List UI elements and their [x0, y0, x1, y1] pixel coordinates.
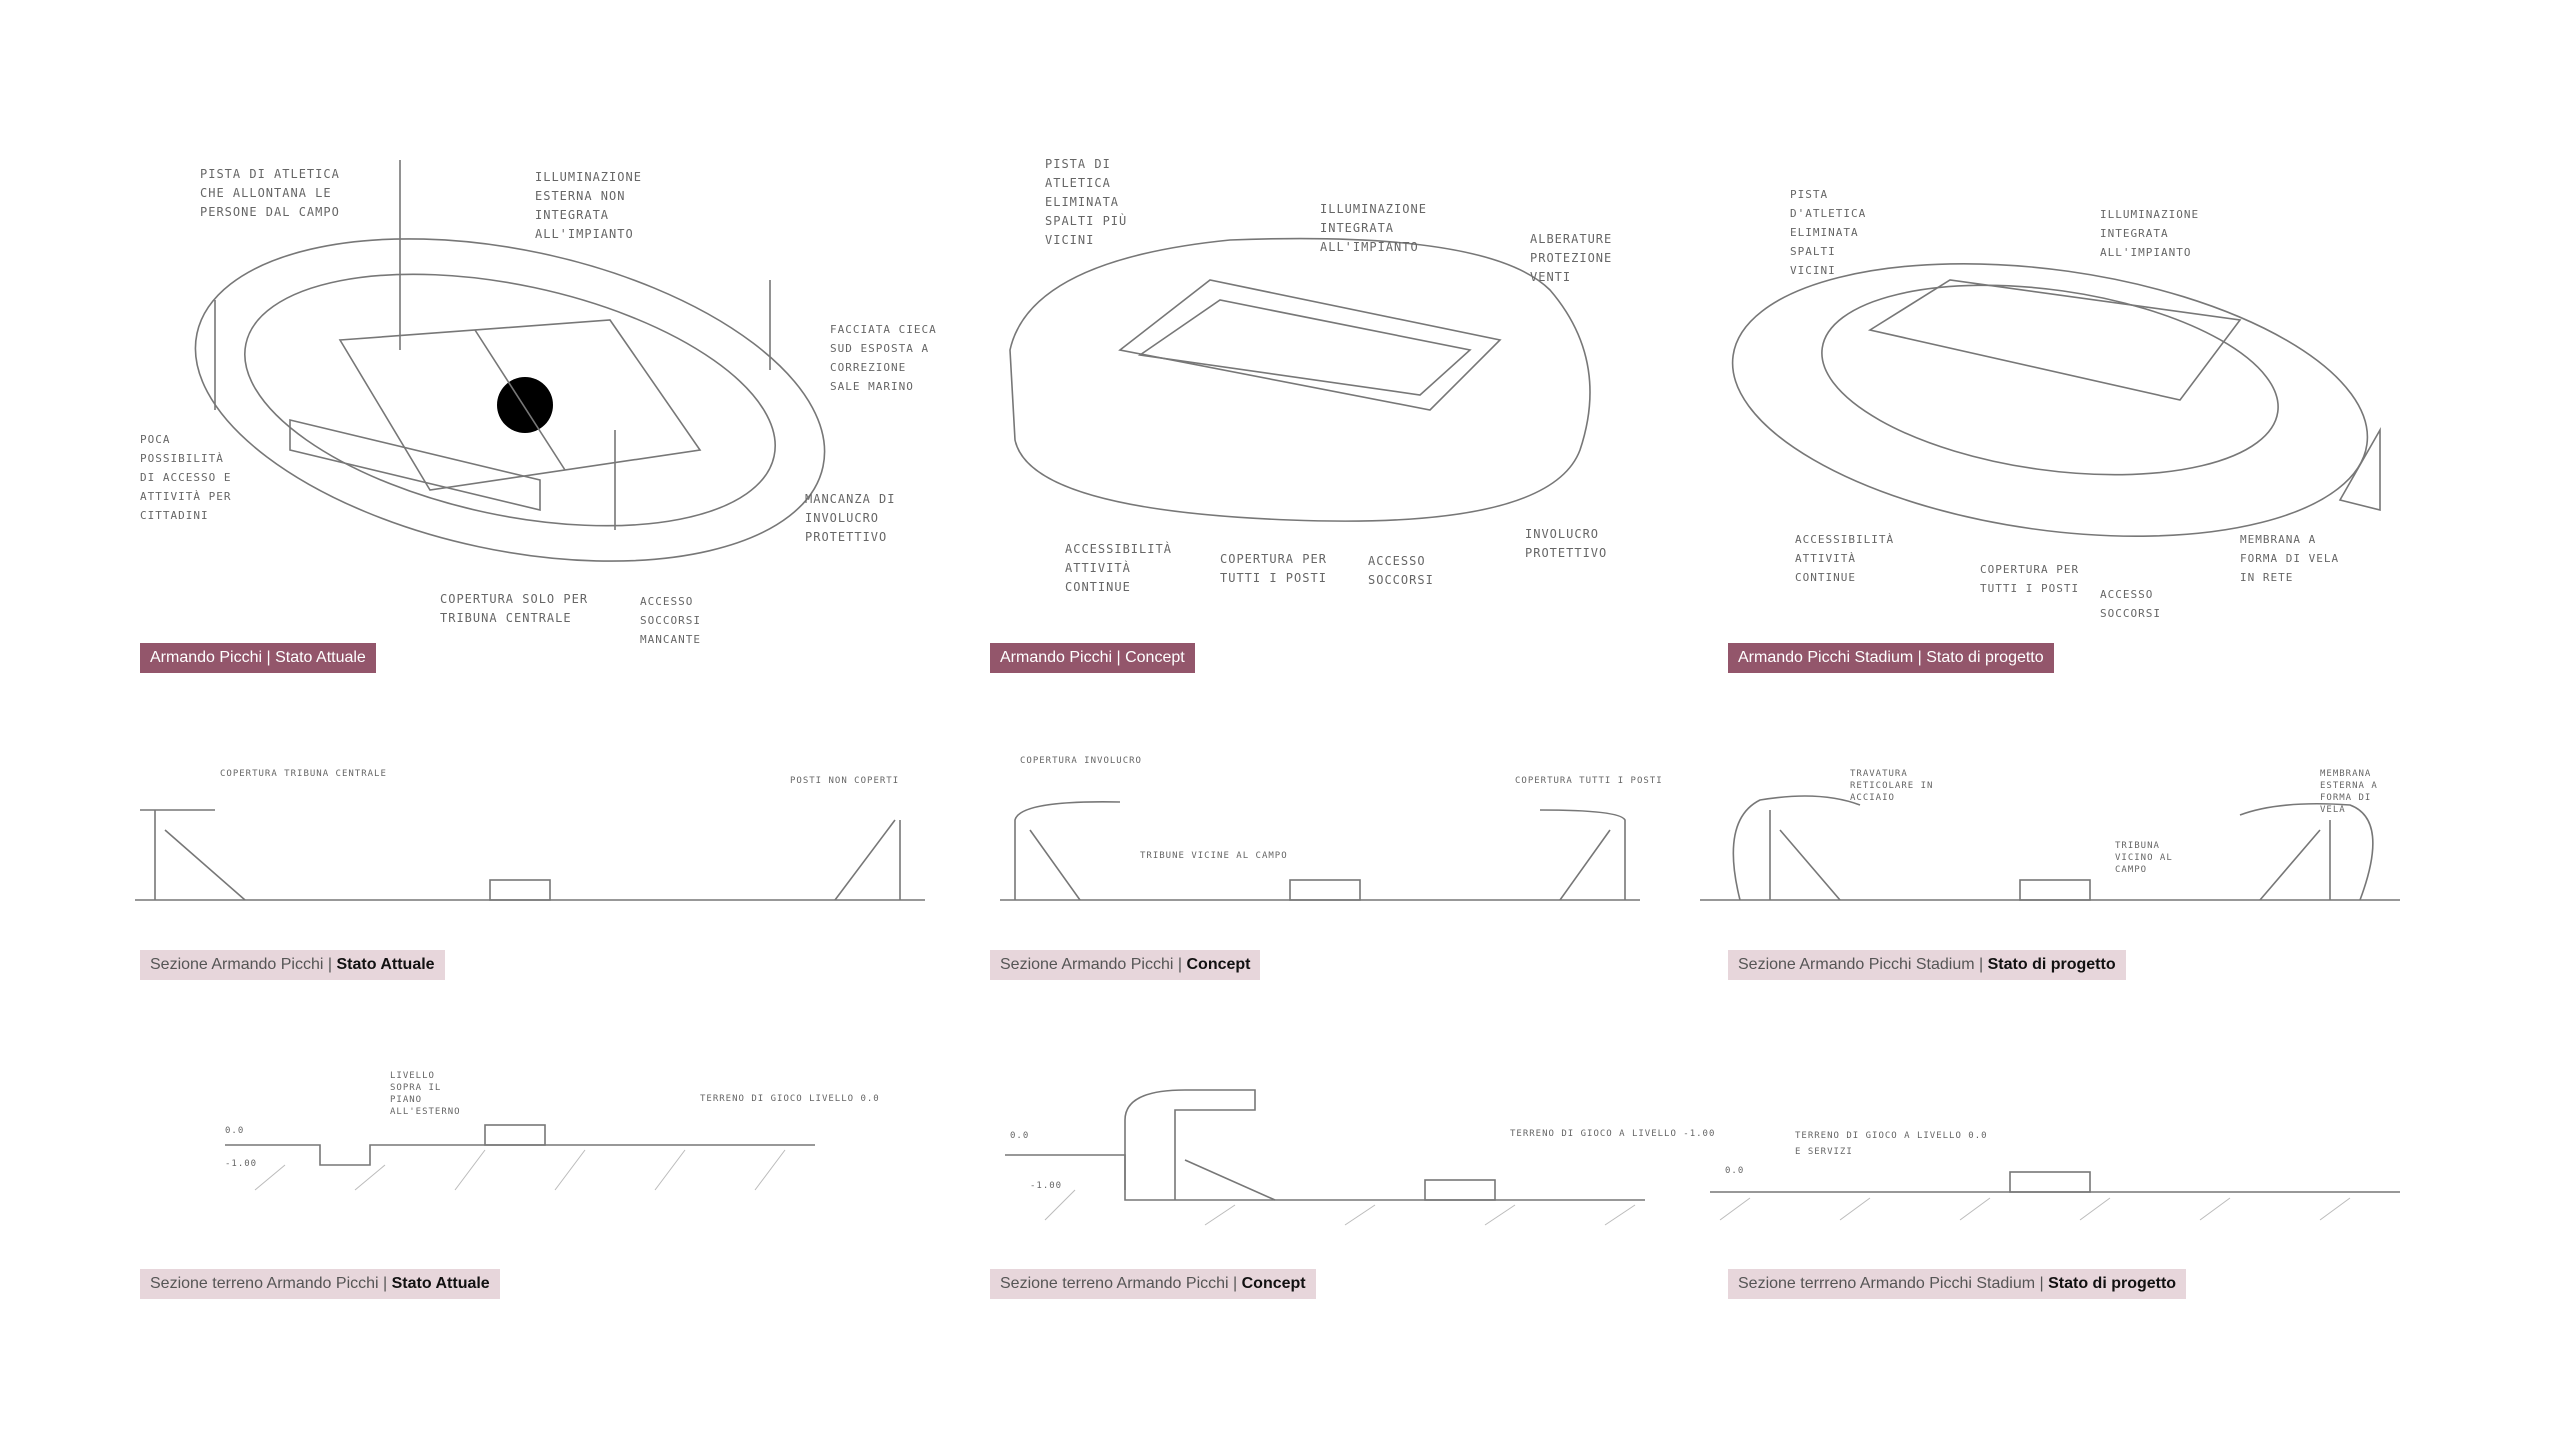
annotation: Terreno di gioco a livello -1.00 [1510, 1129, 1716, 1139]
annotation: Poca possibilità di accesso e attività p… [140, 433, 232, 522]
annotation: Accesso soccorsi [1368, 554, 1434, 587]
annotation: Pista di atletica che allontana le perso… [200, 167, 340, 219]
annotation: Tribuna vicino al campo [2115, 841, 2173, 875]
terrain-project [1710, 1160, 2400, 1230]
annotation: Membrana a forma di vela in rete [2240, 533, 2340, 584]
sketch-stadium-concept [990, 150, 1710, 640]
annotation: Pista di atletica eliminata spalti più v… [1045, 157, 1128, 247]
sketch-stadium-project [1720, 150, 2460, 640]
section-current [135, 760, 925, 910]
annotation: Copertura involucro [1020, 756, 1142, 766]
annotation: Accessibilità attività continue [1795, 533, 1895, 584]
level-marker: 0.0 [1725, 1166, 1745, 1176]
annotation: Tribune vicine al campo [1140, 851, 1288, 861]
annotation: Accessibilità attività continue [1065, 542, 1172, 594]
terrain-label-project: Sezione terrreno Armando Picchi Stadium … [1728, 1269, 2187, 1299]
terrain-label-current: Sezione terreno Armando Picchi | Stato A… [140, 1269, 500, 1299]
annotation: Copertura tutti i posti [1515, 776, 1663, 786]
terrain-label-concept: Sezione terreno Armando Picchi | Concept [990, 1269, 1316, 1299]
annotation: Accesso soccorsi mancante [640, 595, 701, 646]
level-marker: 0.0 [1010, 1131, 1030, 1141]
annotation: Involucro protettivo [1525, 527, 1608, 560]
level-marker: -1.00 [1030, 1181, 1063, 1191]
level-marker: -1.00 [225, 1159, 258, 1169]
annotation: Travatura reticolare in acciaio [1850, 769, 1934, 803]
terrain-current [215, 1080, 815, 1200]
section-project [1700, 760, 2400, 910]
title-label-project: Armando Picchi Stadium | Stato di proget… [1728, 643, 2054, 673]
annotation: e servizi [1795, 1147, 1853, 1157]
annotation: Pista d'atletica eliminata spalti vicini [1790, 188, 1867, 277]
section-label-current: Sezione Armando Picchi | Stato Attuale [140, 950, 445, 980]
annotation: Terreno di gioco a livello 0.0 [1795, 1131, 1988, 1141]
annotation: Membrana esterna a forma di vela [2320, 769, 2378, 815]
annotation: Illuminazione integrata all'impianto [1320, 202, 1427, 254]
section-label-concept: Sezione Armando Picchi | Concept [990, 950, 1261, 980]
annotation: Copertura per tutti i posti [1220, 552, 1327, 585]
annotation: Copertura per tutti i posti [1980, 563, 2080, 595]
level-marker: 0.0 [225, 1126, 245, 1136]
section-concept [1000, 760, 1640, 910]
annotation: Facciata cieca sud esposta a correzione … [830, 323, 937, 393]
terrain-concept [1005, 1080, 1645, 1230]
annotation: Copertura solo per tribuna centrale [440, 592, 589, 625]
section-label-project: Sezione Armando Picchi Stadium | Stato d… [1728, 950, 2126, 980]
sketch-stadium-current [140, 150, 960, 640]
annotation: Copertura tribuna centrale [220, 769, 387, 779]
title-label-concept: Armando Picchi | Concept [990, 643, 1195, 673]
title-label-current: Armando Picchi | Stato Attuale [140, 643, 376, 673]
annotation: Illuminazione esterna non integrata all'… [535, 170, 642, 241]
annotation: Posti non coperti [790, 776, 900, 786]
annotation: Illuminazione integrata all'impianto [2100, 208, 2200, 259]
annotation: Accesso soccorsi [2100, 588, 2161, 620]
annotation: Livello sopra il piano all'esterno [390, 1071, 461, 1117]
annotation: Terreno di gioco livello 0.0 [700, 1094, 880, 1104]
annotation: Mancanza di involucro protettivo [805, 492, 896, 544]
annotation: Alberature protezione venti [1530, 232, 1613, 284]
